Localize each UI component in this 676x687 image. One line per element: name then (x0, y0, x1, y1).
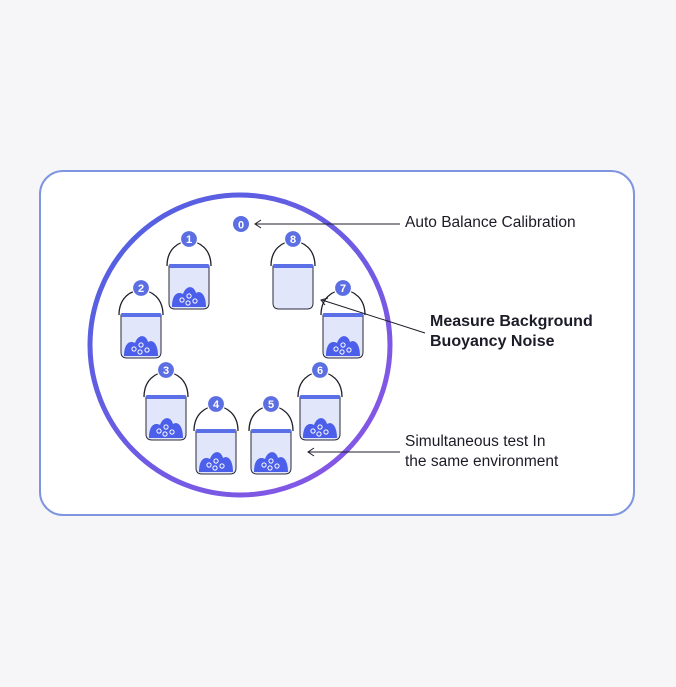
calibration-position-badge: 0 (233, 216, 249, 232)
bucket-1: 1 (166, 229, 212, 310)
sample-bubble (274, 463, 280, 469)
bucket-badge-6: 6 (310, 360, 330, 380)
sample-bubble (310, 428, 316, 434)
sample-bubble (212, 465, 218, 471)
sample-bubble (162, 431, 168, 437)
bucket-4: 4 (193, 394, 239, 475)
bucket-8: 8 (270, 229, 316, 310)
carousel-ring (87, 192, 393, 498)
sample-bubble (213, 458, 219, 464)
buckets-layer: 1 2 3 4 5 6 7 8 (118, 229, 366, 475)
annotation-simultaneous-line1: Simultaneous test In (405, 433, 546, 450)
sample-bubble (163, 424, 169, 430)
sample-bubble (138, 342, 144, 348)
bucket-7: 7 (320, 278, 366, 359)
bucket-6: 6 (297, 360, 343, 441)
sample-bubble (317, 424, 323, 430)
annotation-measure-line2: Buoyancy Noise (430, 333, 555, 350)
annotation-auto-balance-text: Auto Balance Calibration (405, 214, 576, 231)
sample-bubble (185, 300, 191, 306)
annotation-auto-balance: Auto Balance Calibration (405, 213, 576, 233)
bucket-badge-2: 2 (131, 278, 151, 298)
bucket-badge-4: 4 (206, 394, 226, 414)
sample-bubble (323, 429, 329, 435)
bucket-2: 2 (118, 278, 164, 359)
bucket-number: 2 (138, 283, 144, 295)
sample-bubble (346, 347, 352, 353)
bucket-rim (121, 313, 161, 317)
bucket-3: 3 (143, 360, 189, 441)
bucket-badge-8: 8 (283, 229, 303, 249)
bucket-rim (169, 264, 209, 268)
bucket-number: 1 (186, 234, 192, 246)
sample-bubble (316, 431, 322, 437)
bucket-number: 5 (268, 399, 274, 411)
bucket-badge-5: 5 (261, 394, 281, 414)
bucket-rim (273, 264, 313, 268)
annotation-measure-line1: Measure Background (430, 313, 593, 330)
sample-bubble (144, 347, 150, 353)
bucket-body (272, 265, 314, 310)
bucket-rim (251, 429, 291, 433)
bucket-number: 4 (213, 399, 220, 411)
sample-bubble (137, 349, 143, 355)
sample-bubble (186, 293, 192, 299)
bucket-rim (300, 395, 340, 399)
bucket-number: 8 (290, 234, 296, 246)
sample-bubble (267, 465, 273, 471)
bucket-rim (146, 395, 186, 399)
sample-bubble (339, 349, 345, 355)
sample-bubble (179, 297, 185, 303)
sample-bubble (206, 462, 212, 468)
sample-bubble (156, 428, 162, 434)
sample-bubble (268, 458, 274, 464)
bucket-number: 6 (317, 365, 323, 377)
callout-arrow-auto-balance (254, 219, 400, 229)
bucket-number: 7 (340, 283, 346, 295)
annotation-simultaneous-line2: the same environment (405, 453, 559, 470)
bucket-rim (196, 429, 236, 433)
callout-arrow-measure (320, 297, 426, 334)
bucket-number: 3 (163, 365, 169, 377)
bucket-badge-1: 1 (179, 229, 199, 249)
sample-bubble (340, 342, 346, 348)
sample-bubble (169, 429, 175, 435)
bucket-badge-3: 3 (156, 360, 176, 380)
bucket-badge-7: 7 (333, 278, 353, 298)
sample-bubble (131, 346, 137, 352)
bucket-rim (323, 313, 363, 317)
annotation-measure-noise: Measure Background Buoyancy Noise (430, 312, 593, 352)
callout-arrow-simultaneous (307, 447, 400, 457)
sample-bubble (333, 346, 339, 352)
calibration-position-label: 0 (238, 220, 244, 232)
sample-bubble (219, 463, 225, 469)
sample-bubble (192, 298, 198, 304)
bucket-5: 5 (248, 394, 294, 475)
sample-bubble (261, 462, 267, 468)
annotation-simultaneous-test: Simultaneous test In the same environmen… (405, 432, 558, 472)
